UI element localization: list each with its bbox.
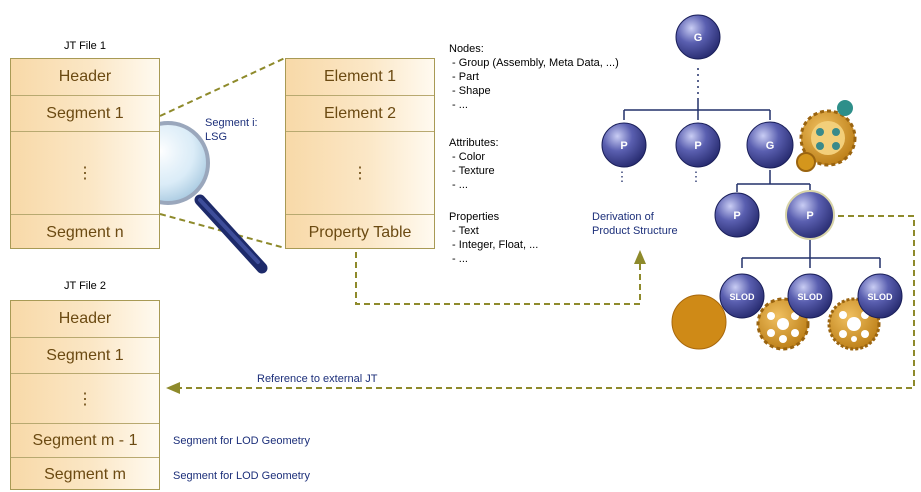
tree-node-root: G (675, 14, 721, 60)
tree-node-part-4: P (785, 190, 835, 240)
element-2-cell: Element 2 (286, 95, 434, 131)
svg-text:P: P (620, 140, 627, 152)
jt-file-1-title: JT File 1 (64, 40, 106, 52)
derivation-label: Derivation of Product Structure (592, 211, 678, 237)
jt-file-2-title: JT File 2 (64, 280, 106, 292)
jt-file-2-box: Header Segment 1 ⋮ Segment m - 1 Segment… (10, 300, 160, 490)
tree-node-part-2: P ⋮ (675, 122, 721, 184)
element-1-cell: Element 1 (323, 68, 397, 85)
segment-lsg-label: Segment i: LSG (205, 117, 258, 143)
file2-header-cell: Header (58, 310, 112, 327)
tree-node-part-1: P ⋮ (601, 122, 647, 184)
tree-node-slod-2: SLOD (787, 273, 833, 319)
lod-geometry-label-1: Segment for LOD Geometry (173, 435, 310, 447)
jt-file-1-box: Header Segment 1 ⋮ Segment n (10, 58, 160, 249)
svg-text:P: P (694, 140, 701, 152)
segment-lsg-box: Element 1 Element 2 ⋮ Property Table (285, 58, 435, 249)
svg-text:G: G (766, 140, 775, 152)
attributes-list: Attributes: - Color - Texture - ... (449, 137, 499, 191)
svg-text:⋮: ⋮ (690, 169, 703, 184)
lod-geometry-label-2: Segment for LOD Geometry (173, 470, 310, 482)
svg-text:P: P (806, 210, 813, 222)
file1-ellipsis-cell: ⋮ (11, 131, 159, 214)
file1-segment-1-cell: Segment 1 (11, 95, 159, 131)
tree-node-slod-3: SLOD (857, 273, 903, 319)
derivation-arrow (355, 252, 641, 305)
file2-segment-m-cell: Segment m (11, 457, 159, 491)
properties-list: Properties - Text - Integer, Float, ... … (449, 211, 539, 265)
file2-segment-1-cell: Segment 1 (11, 337, 159, 373)
reference-arrow (178, 215, 915, 389)
zoom-line-top (159, 57, 286, 117)
file1-header-cell: Header (58, 68, 112, 85)
nodes-list: Nodes: - Group (Assembly, Meta Data, ...… (449, 43, 619, 111)
svg-text:G: G (694, 32, 703, 44)
file2-ellipsis-cell: ⋮ (11, 373, 159, 423)
tree-edges (623, 68, 881, 268)
property-table-cell: Property Table (286, 214, 434, 250)
svg-text:SLOD: SLOD (729, 292, 755, 302)
reference-label: Reference to external JT (257, 373, 378, 385)
tree-node-group: G (746, 121, 794, 169)
svg-text:P: P (733, 210, 740, 222)
segment-ellipsis-cell: ⋮ (286, 131, 434, 214)
file2-segment-m-1-cell: Segment m - 1 (11, 423, 159, 457)
svg-text:SLOD: SLOD (797, 292, 823, 302)
tree-node-part-3: P (714, 192, 760, 238)
file1-segment-n-cell: Segment n (11, 214, 159, 250)
gears-cluster-icon (796, 100, 857, 172)
svg-text:⋮: ⋮ (616, 169, 629, 184)
tree-node-slod-1: SLOD (719, 273, 765, 319)
lod-gear-solid-icon (671, 294, 727, 350)
svg-text:SLOD: SLOD (867, 292, 893, 302)
